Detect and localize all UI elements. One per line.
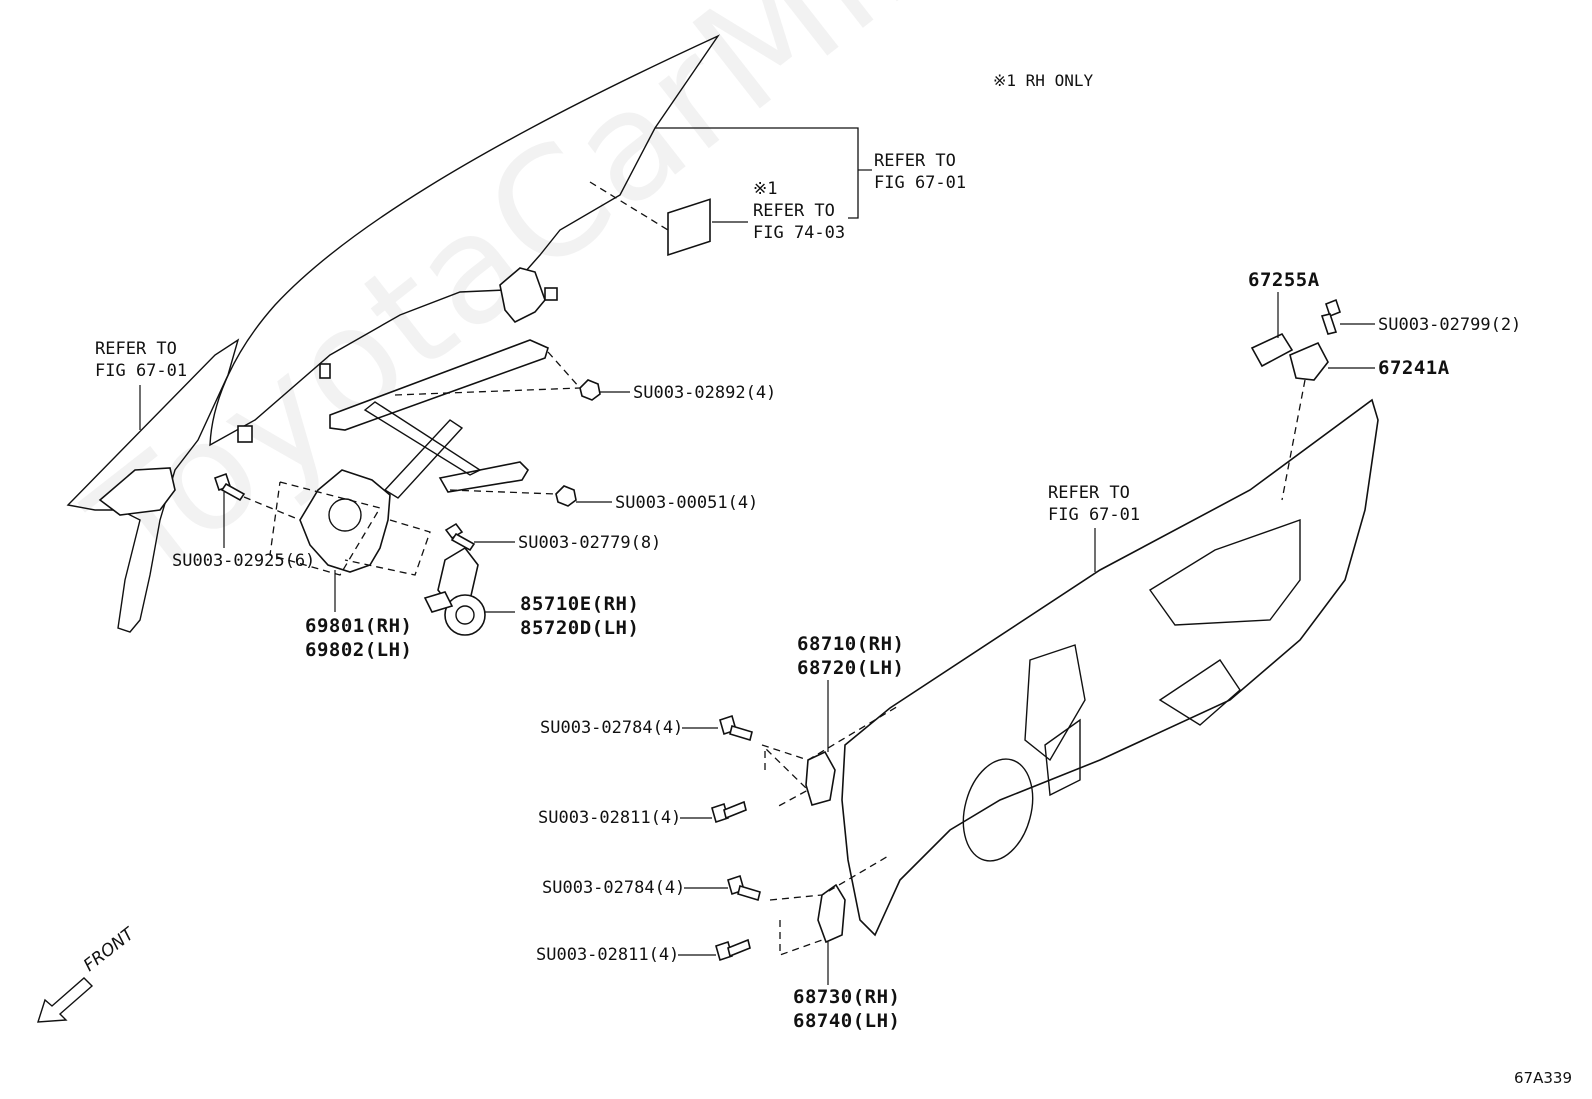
refer-sticker-line2: FIG 74-03: [753, 223, 846, 243]
figure-code: 67A339: [1514, 1069, 1572, 1087]
label-su003-02925: SU003-02925(6): [172, 551, 316, 571]
guide-box-b: [344, 519, 431, 576]
label-motor-lh: 85720D(LH): [520, 617, 640, 639]
bracket-refer-glass: [655, 127, 859, 219]
refer-sticker-line1: REFER TO: [753, 201, 835, 221]
guide-hinge-lower: [769, 854, 891, 901]
guide-box-a: [269, 481, 382, 576]
bolt-su003-02811-lower: [715, 938, 751, 962]
label-su003-00051: SU003-00051(4): [615, 493, 759, 513]
label-regulator-lh: 69802(LH): [305, 639, 413, 661]
bolt-su003-02799: [1320, 298, 1341, 335]
guide-sticker: [589, 181, 669, 231]
label-su003-02799: SU003-02799(2): [1378, 315, 1522, 335]
panel-opening-d: [1044, 718, 1081, 797]
regulator-hole: [328, 498, 362, 532]
part-67255a: [1250, 332, 1294, 368]
label-upper-hinge-lh: 68720(LH): [797, 657, 905, 679]
lower-hinge: [817, 883, 846, 944]
label-su003-02892: SU003-02892(4): [633, 383, 777, 403]
glass-clamp: [499, 267, 546, 323]
front-sash: [66, 338, 240, 633]
guide-bolt-2925: [243, 496, 301, 521]
label-su003-02811-upper: SU003-02811(4): [538, 808, 682, 828]
label-regulator-rh: 69801(RH): [305, 615, 413, 637]
label-lower-hinge-rh: 68730(RH): [793, 986, 901, 1008]
label-67255a: 67255A: [1248, 269, 1320, 291]
regulator-lower-rail: [438, 461, 530, 493]
part-67241a: [1289, 341, 1329, 381]
guide-hinge-lower-b: [779, 920, 823, 956]
regulator-base-plate: [299, 469, 391, 573]
door-glass: [209, 34, 721, 447]
panel-opening-b: [1148, 519, 1301, 626]
bolt-su003-02784-lower: [727, 874, 761, 902]
refer-sash-line1: REFER TO: [95, 339, 177, 359]
speaker-hole: [962, 758, 1034, 862]
glass-pad-small: [319, 363, 331, 379]
refer-panel-line1: REFER TO: [1048, 483, 1130, 503]
guide-rail: [394, 387, 581, 396]
label-upper-hinge-rh: 68710(RH): [797, 633, 905, 655]
footnote-rh-only: ※1 RH ONLY: [993, 71, 1094, 90]
motor-flange: [423, 591, 454, 613]
regulator-arm-a: [363, 401, 482, 476]
label-67241a: 67241A: [1378, 357, 1450, 379]
front-arrow-icon: [37, 977, 94, 1023]
bolt-su003-02784-upper: [719, 714, 753, 742]
label-lower-hinge-lh: 68740(LH): [793, 1010, 901, 1032]
refer-glass-line2: FIG 67-01: [874, 173, 967, 193]
refer-panel-line2: FIG 67-01: [1048, 505, 1141, 525]
refer-sash-line2: FIG 67-01: [95, 361, 188, 381]
glass-clamp-tab: [544, 287, 558, 301]
sash-bracket: [98, 467, 176, 516]
refer-sticker-mark: ※1: [753, 179, 778, 199]
regulator-upper-rail: [329, 339, 549, 431]
label-su003-02811-lower: SU003-02811(4): [536, 945, 680, 965]
motor-gear: [444, 594, 486, 636]
upper-hinge: [805, 750, 836, 806]
glass-pad: [237, 425, 253, 443]
label-su003-02784-upper: SU003-02784(4): [540, 718, 684, 738]
label-su003-02779: SU003-02779(8): [518, 533, 662, 553]
regulator-arm-b: [383, 419, 464, 499]
panel-opening-c: [1158, 659, 1241, 726]
bolt-su003-02811-upper: [711, 800, 747, 824]
motor-gear-inner: [455, 605, 475, 625]
nut-su003-00051: [555, 485, 577, 507]
label-motor-rh: 85710E(RH): [520, 593, 640, 615]
glass-sticker: [667, 198, 711, 257]
guide-hinge-upper: [761, 704, 901, 761]
guide-hinge-upper-b: [764, 746, 810, 809]
guide-nut-upper: [547, 351, 581, 389]
guide-nut-lower: [449, 489, 557, 495]
bolt-su003-02779: [444, 522, 476, 552]
nut-su003-02892: [579, 379, 601, 401]
label-su003-02784-lower: SU003-02784(4): [542, 878, 686, 898]
panel-opening-a: [1024, 644, 1086, 762]
guide-check: [1281, 379, 1306, 501]
door-inner-panel: [841, 398, 1379, 937]
refer-glass-line1: REFER TO: [874, 151, 956, 171]
bolt-su003-02925: [213, 472, 246, 502]
